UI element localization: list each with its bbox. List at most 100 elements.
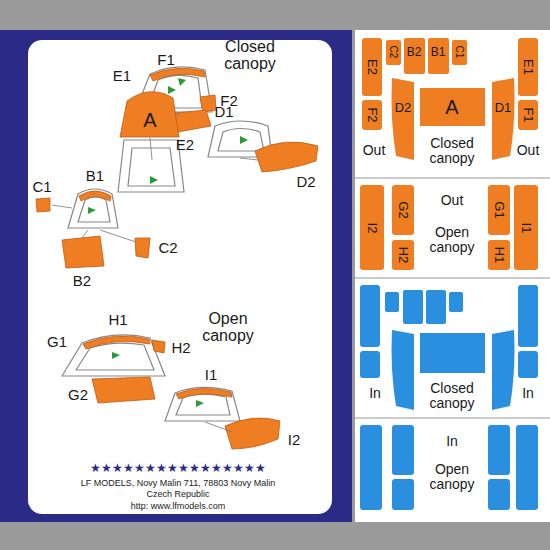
artwork-rect bbox=[392, 425, 414, 475]
artwork-path bbox=[178, 78, 186, 86]
artwork-rect bbox=[488, 425, 510, 475]
group-title: Closed canopy bbox=[219, 39, 281, 73]
mask-letter: H2 bbox=[396, 247, 410, 264]
side-note: In bbox=[522, 386, 534, 401]
part-letter: A bbox=[143, 110, 156, 131]
part-letter: E2 bbox=[176, 137, 194, 153]
artwork-path bbox=[92, 377, 155, 403]
artwork-rect bbox=[516, 425, 538, 510]
artwork-path bbox=[120, 92, 179, 137]
part-letter: C1 bbox=[32, 179, 51, 195]
artwork-path bbox=[225, 418, 280, 449]
artwork-path bbox=[492, 78, 515, 160]
star-row: ★★★★★★★★★★★★★★★★ bbox=[90, 462, 266, 475]
artwork-rect bbox=[360, 285, 380, 347]
artwork-line bbox=[175, 112, 180, 116]
mask-letter: B2 bbox=[407, 46, 422, 59]
artwork-rect bbox=[518, 38, 538, 96]
side-note: Out bbox=[363, 143, 386, 158]
artwork-path bbox=[36, 198, 50, 212]
artwork-g bbox=[52, 112, 258, 432]
mask-letter: E2 bbox=[365, 59, 379, 75]
artwork-line bbox=[82, 230, 88, 238]
mask-letter: C1 bbox=[454, 46, 465, 59]
artwork-rect bbox=[385, 292, 399, 312]
part-letter: H2 bbox=[171, 340, 190, 356]
artwork-path bbox=[392, 330, 415, 410]
artwork-g bbox=[36, 68, 318, 268]
mask-letter: I2 bbox=[365, 223, 379, 234]
maker-country: Czech Republic bbox=[146, 490, 209, 499]
artwork-path bbox=[168, 86, 176, 94]
part-letter: E1 bbox=[113, 68, 131, 84]
mask-letter: G1 bbox=[492, 201, 506, 218]
artwork-path bbox=[176, 388, 232, 399]
part-letter: D1 bbox=[214, 104, 233, 120]
artwork-line bbox=[240, 158, 258, 160]
artwork-rect bbox=[420, 333, 485, 373]
artwork-rect bbox=[403, 290, 423, 324]
artwork-rect bbox=[428, 38, 449, 74]
part-letter: B1 bbox=[86, 168, 104, 184]
side-note: In bbox=[369, 386, 381, 401]
artwork-rect bbox=[488, 240, 510, 270]
artwork-path bbox=[152, 340, 165, 353]
artwork-path bbox=[68, 189, 118, 228]
side-note: Out bbox=[441, 193, 464, 208]
mask-letter: A bbox=[445, 97, 458, 118]
mask-letter: I1 bbox=[519, 223, 533, 234]
artwork-rect bbox=[362, 100, 382, 130]
part-letter: I2 bbox=[288, 432, 301, 448]
artwork-rect bbox=[404, 38, 425, 74]
mask-letter: D1 bbox=[495, 101, 512, 115]
artwork-rect bbox=[386, 40, 401, 65]
mask-letter: G2 bbox=[396, 201, 410, 218]
artwork-path bbox=[88, 207, 96, 214]
artwork-rect bbox=[449, 292, 463, 312]
maker-url: http: www.lfmodels.com bbox=[131, 502, 226, 511]
artwork-line bbox=[355, 177, 550, 179]
part-letter: I1 bbox=[205, 367, 218, 383]
artwork-line bbox=[205, 422, 232, 432]
artwork-rect bbox=[355, 30, 550, 522]
artwork-rect bbox=[0, 30, 352, 522]
mask-letter: E1 bbox=[521, 59, 535, 75]
artwork-path bbox=[79, 191, 111, 201]
sheet-title: Open canopy bbox=[421, 225, 483, 254]
part-letter: F1 bbox=[157, 52, 175, 68]
artwork-rect bbox=[518, 285, 538, 347]
artwork-g bbox=[68, 67, 272, 228]
artwork-path bbox=[255, 142, 318, 172]
part-letter: C2 bbox=[158, 240, 177, 256]
artwork-rect bbox=[488, 479, 510, 510]
mask-letter: F1 bbox=[521, 107, 535, 122]
artwork-rect bbox=[420, 88, 485, 126]
artwork-rect bbox=[360, 351, 380, 378]
sheet-title: Open canopy bbox=[421, 462, 483, 491]
artwork-rect bbox=[514, 185, 538, 270]
artwork-path bbox=[62, 335, 165, 376]
artwork-rect bbox=[360, 425, 382, 510]
mask-letter: H1 bbox=[492, 247, 506, 264]
artwork-path bbox=[112, 352, 120, 359]
artwork-path bbox=[492, 330, 515, 410]
artwork-path bbox=[62, 236, 104, 268]
part-letter: G1 bbox=[47, 334, 67, 350]
artwork-rect bbox=[518, 351, 538, 378]
part-letter: G2 bbox=[68, 387, 88, 403]
artwork-path bbox=[200, 95, 216, 112]
artwork-path bbox=[150, 176, 158, 184]
artwork-g bbox=[83, 336, 280, 449]
artwork-rect bbox=[28, 40, 332, 514]
artwork-path bbox=[392, 78, 415, 160]
artwork-rect bbox=[426, 290, 446, 324]
artwork-g bbox=[360, 285, 538, 410]
artwork-line bbox=[52, 205, 72, 208]
artwork-rect bbox=[362, 38, 382, 96]
artwork-rect bbox=[392, 185, 414, 235]
artwork-path bbox=[165, 387, 240, 421]
part-letter: B2 bbox=[73, 273, 91, 289]
artwork-rect bbox=[392, 479, 414, 510]
